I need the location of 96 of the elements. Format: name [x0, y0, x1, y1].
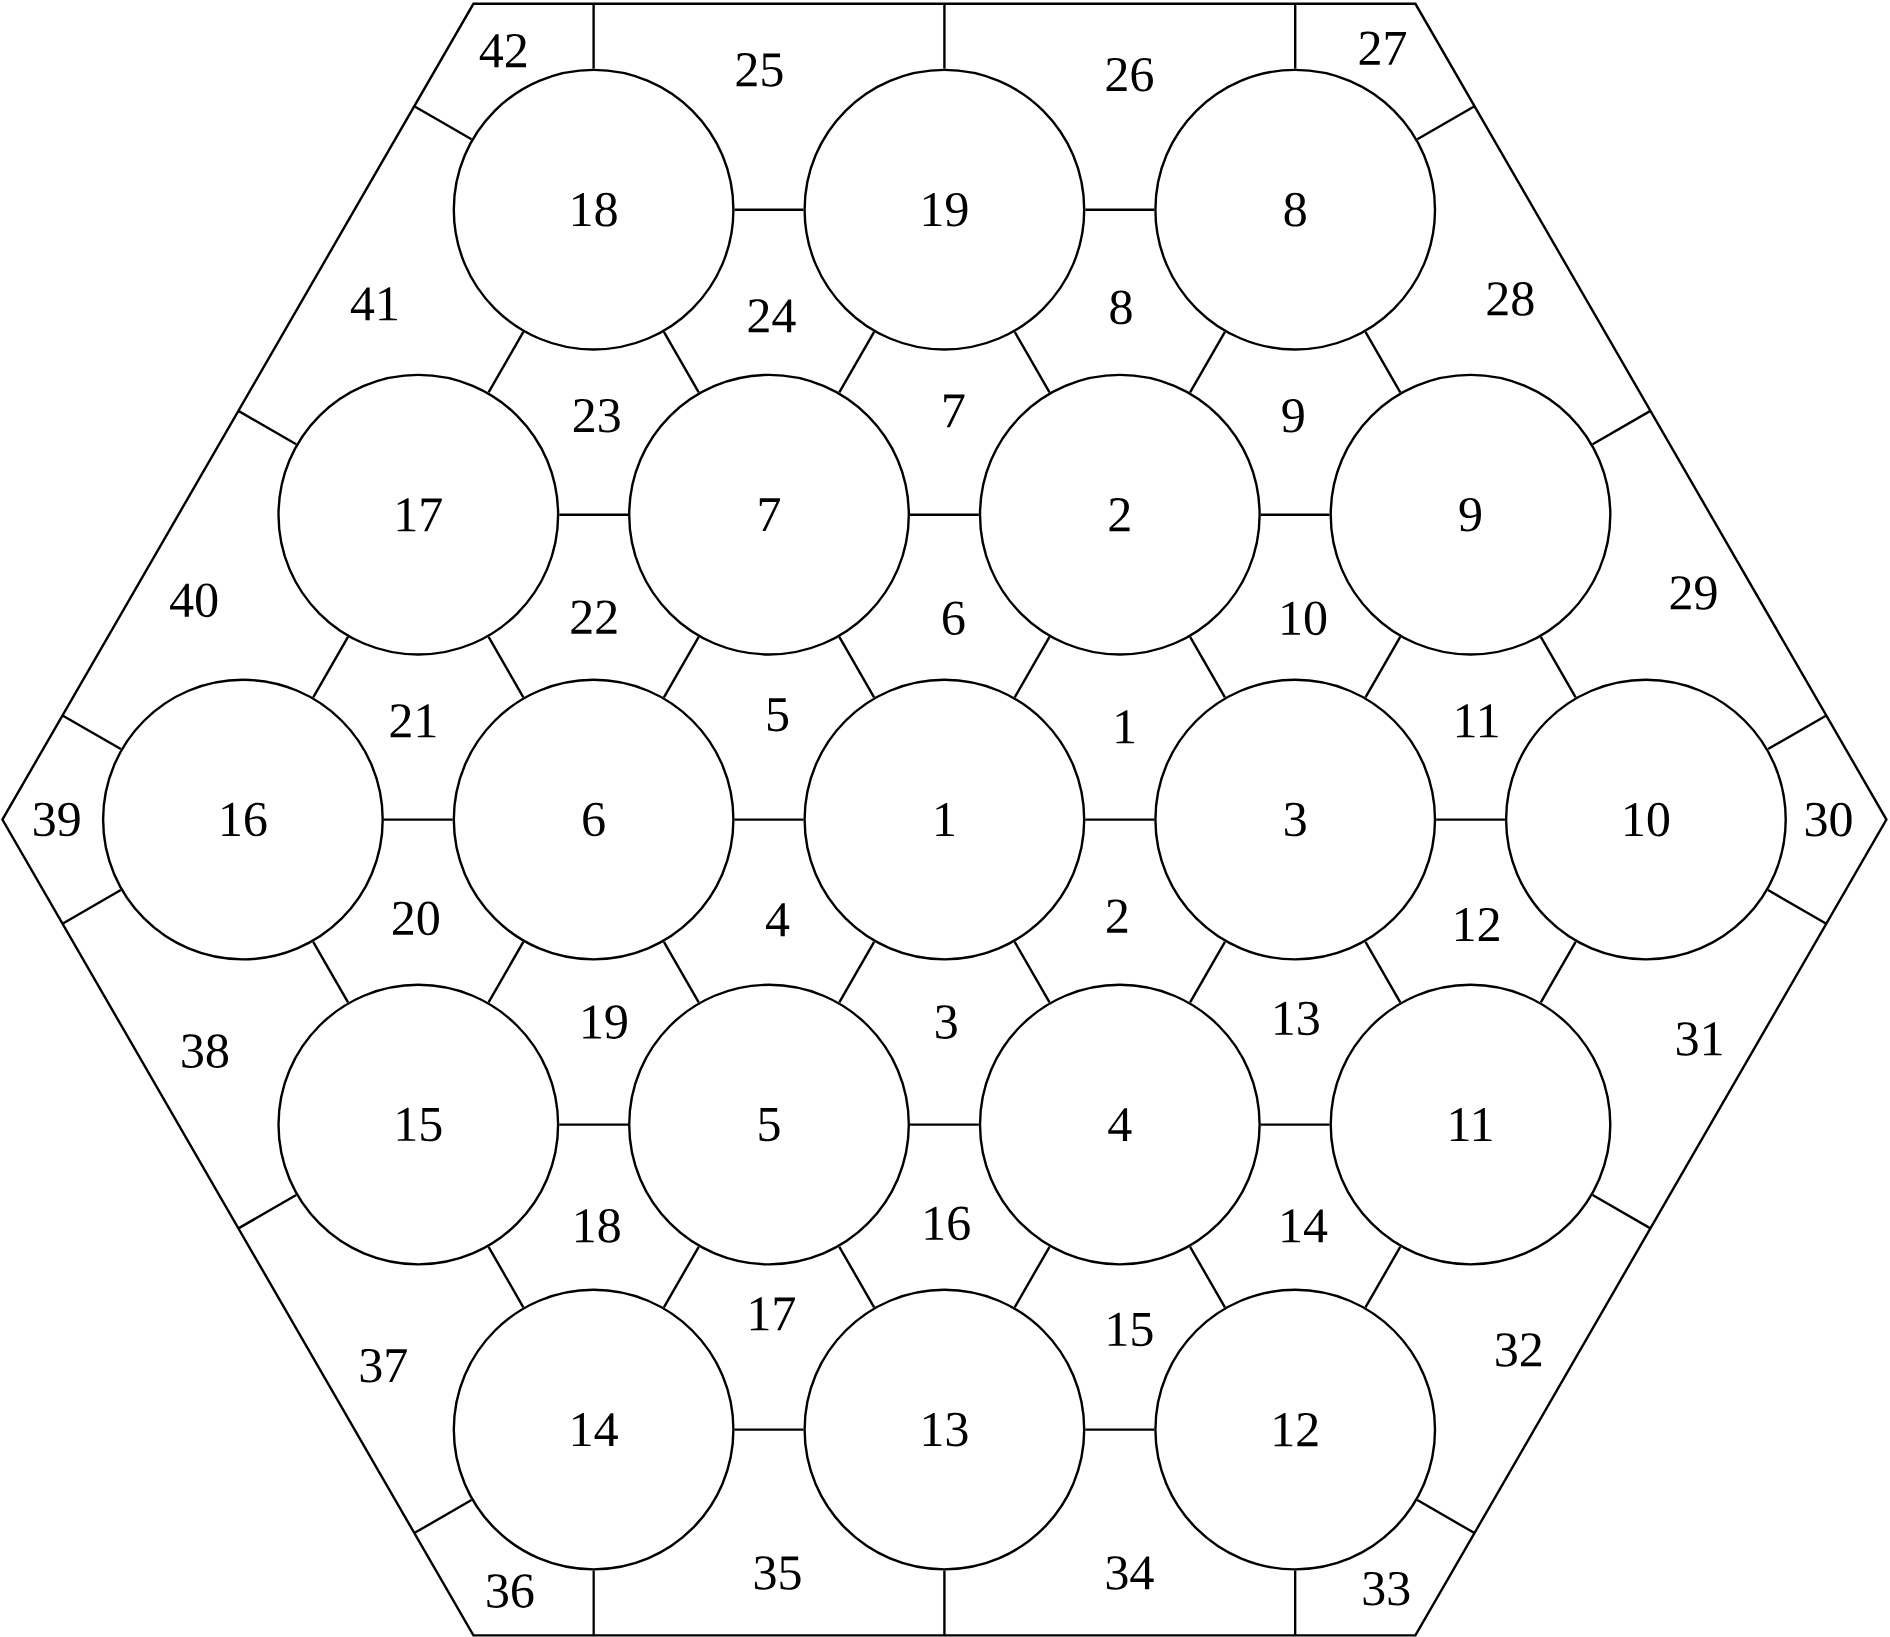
subchannel-number: 16 [925, 1206, 970, 1241]
subchannel-number: 21 [390, 704, 436, 738]
connector-line [910, 513, 979, 516]
connector-line [1364, 636, 1402, 698]
subchannel-number: 20 [393, 901, 439, 936]
subchannel-number: 14 [1282, 1209, 1328, 1243]
connector-line [734, 208, 804, 211]
connector-line [487, 331, 525, 394]
subchannel-number: 12 [1456, 907, 1499, 942]
subchannel-number: 1 [1116, 710, 1135, 744]
connector-line [1364, 331, 1402, 394]
connector-line [1189, 1246, 1226, 1308]
connector-line [1416, 105, 1476, 141]
subchannel-number: 18 [576, 1208, 620, 1243]
subchannel-number: 40 [170, 583, 218, 618]
subchannel-number: 11 [1456, 704, 1498, 738]
connector-line [662, 331, 700, 394]
subchannel-number: 41 [350, 287, 397, 321]
connector-line [487, 636, 525, 698]
connector-line [1085, 208, 1155, 211]
subchannel-number: 31 [1677, 1022, 1722, 1056]
connector-line [237, 1194, 297, 1230]
subchannel-number: 26 [1106, 57, 1153, 92]
connector-line [1592, 1194, 1651, 1230]
subchannel-number: 2 [1107, 899, 1128, 933]
connector-line [943, 3, 946, 69]
connector-line [943, 1570, 946, 1636]
connector-line [1294, 1570, 1297, 1636]
subchannel-number: 6 [943, 601, 965, 636]
connector-line [1592, 409, 1651, 446]
subchannel-number: 29 [1670, 576, 1717, 610]
connector-line [1416, 1499, 1476, 1535]
connector-line [1013, 1246, 1051, 1308]
subchannel-number: 19 [583, 1005, 627, 1039]
connector-line [838, 331, 876, 394]
subchannel-number: 17 [750, 1297, 795, 1331]
subchannel-number: 3 [936, 1005, 957, 1039]
connector-line [1013, 636, 1051, 698]
connector-line [592, 1570, 595, 1636]
connector-line [838, 1246, 876, 1308]
subchannel-number: 13 [1275, 1001, 1319, 1036]
connector-line [662, 1246, 700, 1308]
connector-line [237, 409, 297, 446]
subchannel-number: 35 [754, 1556, 801, 1590]
connector-line [312, 941, 350, 1003]
connector-line [1539, 941, 1577, 1003]
connector-line [662, 941, 700, 1003]
subchannel-number: 34 [1106, 1556, 1154, 1590]
connector-line [1013, 941, 1051, 1003]
connector-line [1085, 1428, 1155, 1431]
connector-line [1364, 941, 1402, 1003]
subchannel-number: 23 [573, 399, 620, 433]
connector-line [662, 636, 700, 698]
subchannel-number: 7 [944, 394, 965, 428]
connector-line [592, 3, 595, 69]
connector-line [838, 636, 876, 698]
connector-line [312, 636, 350, 698]
connector-line [487, 1246, 525, 1308]
connector-line [910, 1123, 979, 1126]
connector-line [1189, 331, 1226, 394]
connector-line [734, 818, 804, 821]
subchannel-number: 4 [766, 903, 790, 937]
connector-line [838, 941, 876, 1003]
connector-line [1260, 513, 1330, 516]
connector-line [559, 513, 628, 516]
subchannel-number: 28 [1487, 282, 1534, 316]
subchannel-number: 37 [360, 1348, 407, 1383]
connector-line [1539, 636, 1577, 698]
connector-line [1085, 818, 1155, 821]
connector-line [61, 714, 122, 751]
subchannel-number: 10 [1282, 601, 1327, 636]
subchannel-number: 24 [748, 299, 796, 333]
subchannel-number: 15 [1108, 1312, 1153, 1347]
subchannel-number: 5 [767, 698, 789, 732]
subchannel-number: 8 [1110, 290, 1132, 325]
connector-line [1013, 331, 1051, 394]
subchannel-number: 38 [182, 1034, 228, 1068]
connector-line [383, 818, 453, 821]
connector-line [1294, 3, 1297, 69]
connector-line [1767, 714, 1827, 751]
connector-line [559, 1123, 628, 1126]
connector-line [413, 105, 473, 141]
connector-line [1767, 889, 1827, 925]
connector-line [487, 941, 525, 1003]
connector-line [413, 1499, 473, 1535]
subchannel-number: 9 [1282, 399, 1304, 433]
connector-line [1260, 1123, 1330, 1126]
connector-line [1436, 818, 1505, 821]
subchannel-number: 32 [1496, 1333, 1542, 1367]
connector-line [1364, 1246, 1402, 1308]
connector-line [734, 1428, 804, 1431]
connector-line [61, 889, 122, 925]
subchannel-number: 22 [571, 600, 617, 634]
subchannel-number: 25 [736, 53, 783, 87]
connector-line [1189, 941, 1226, 1003]
connector-line [1189, 636, 1226, 698]
